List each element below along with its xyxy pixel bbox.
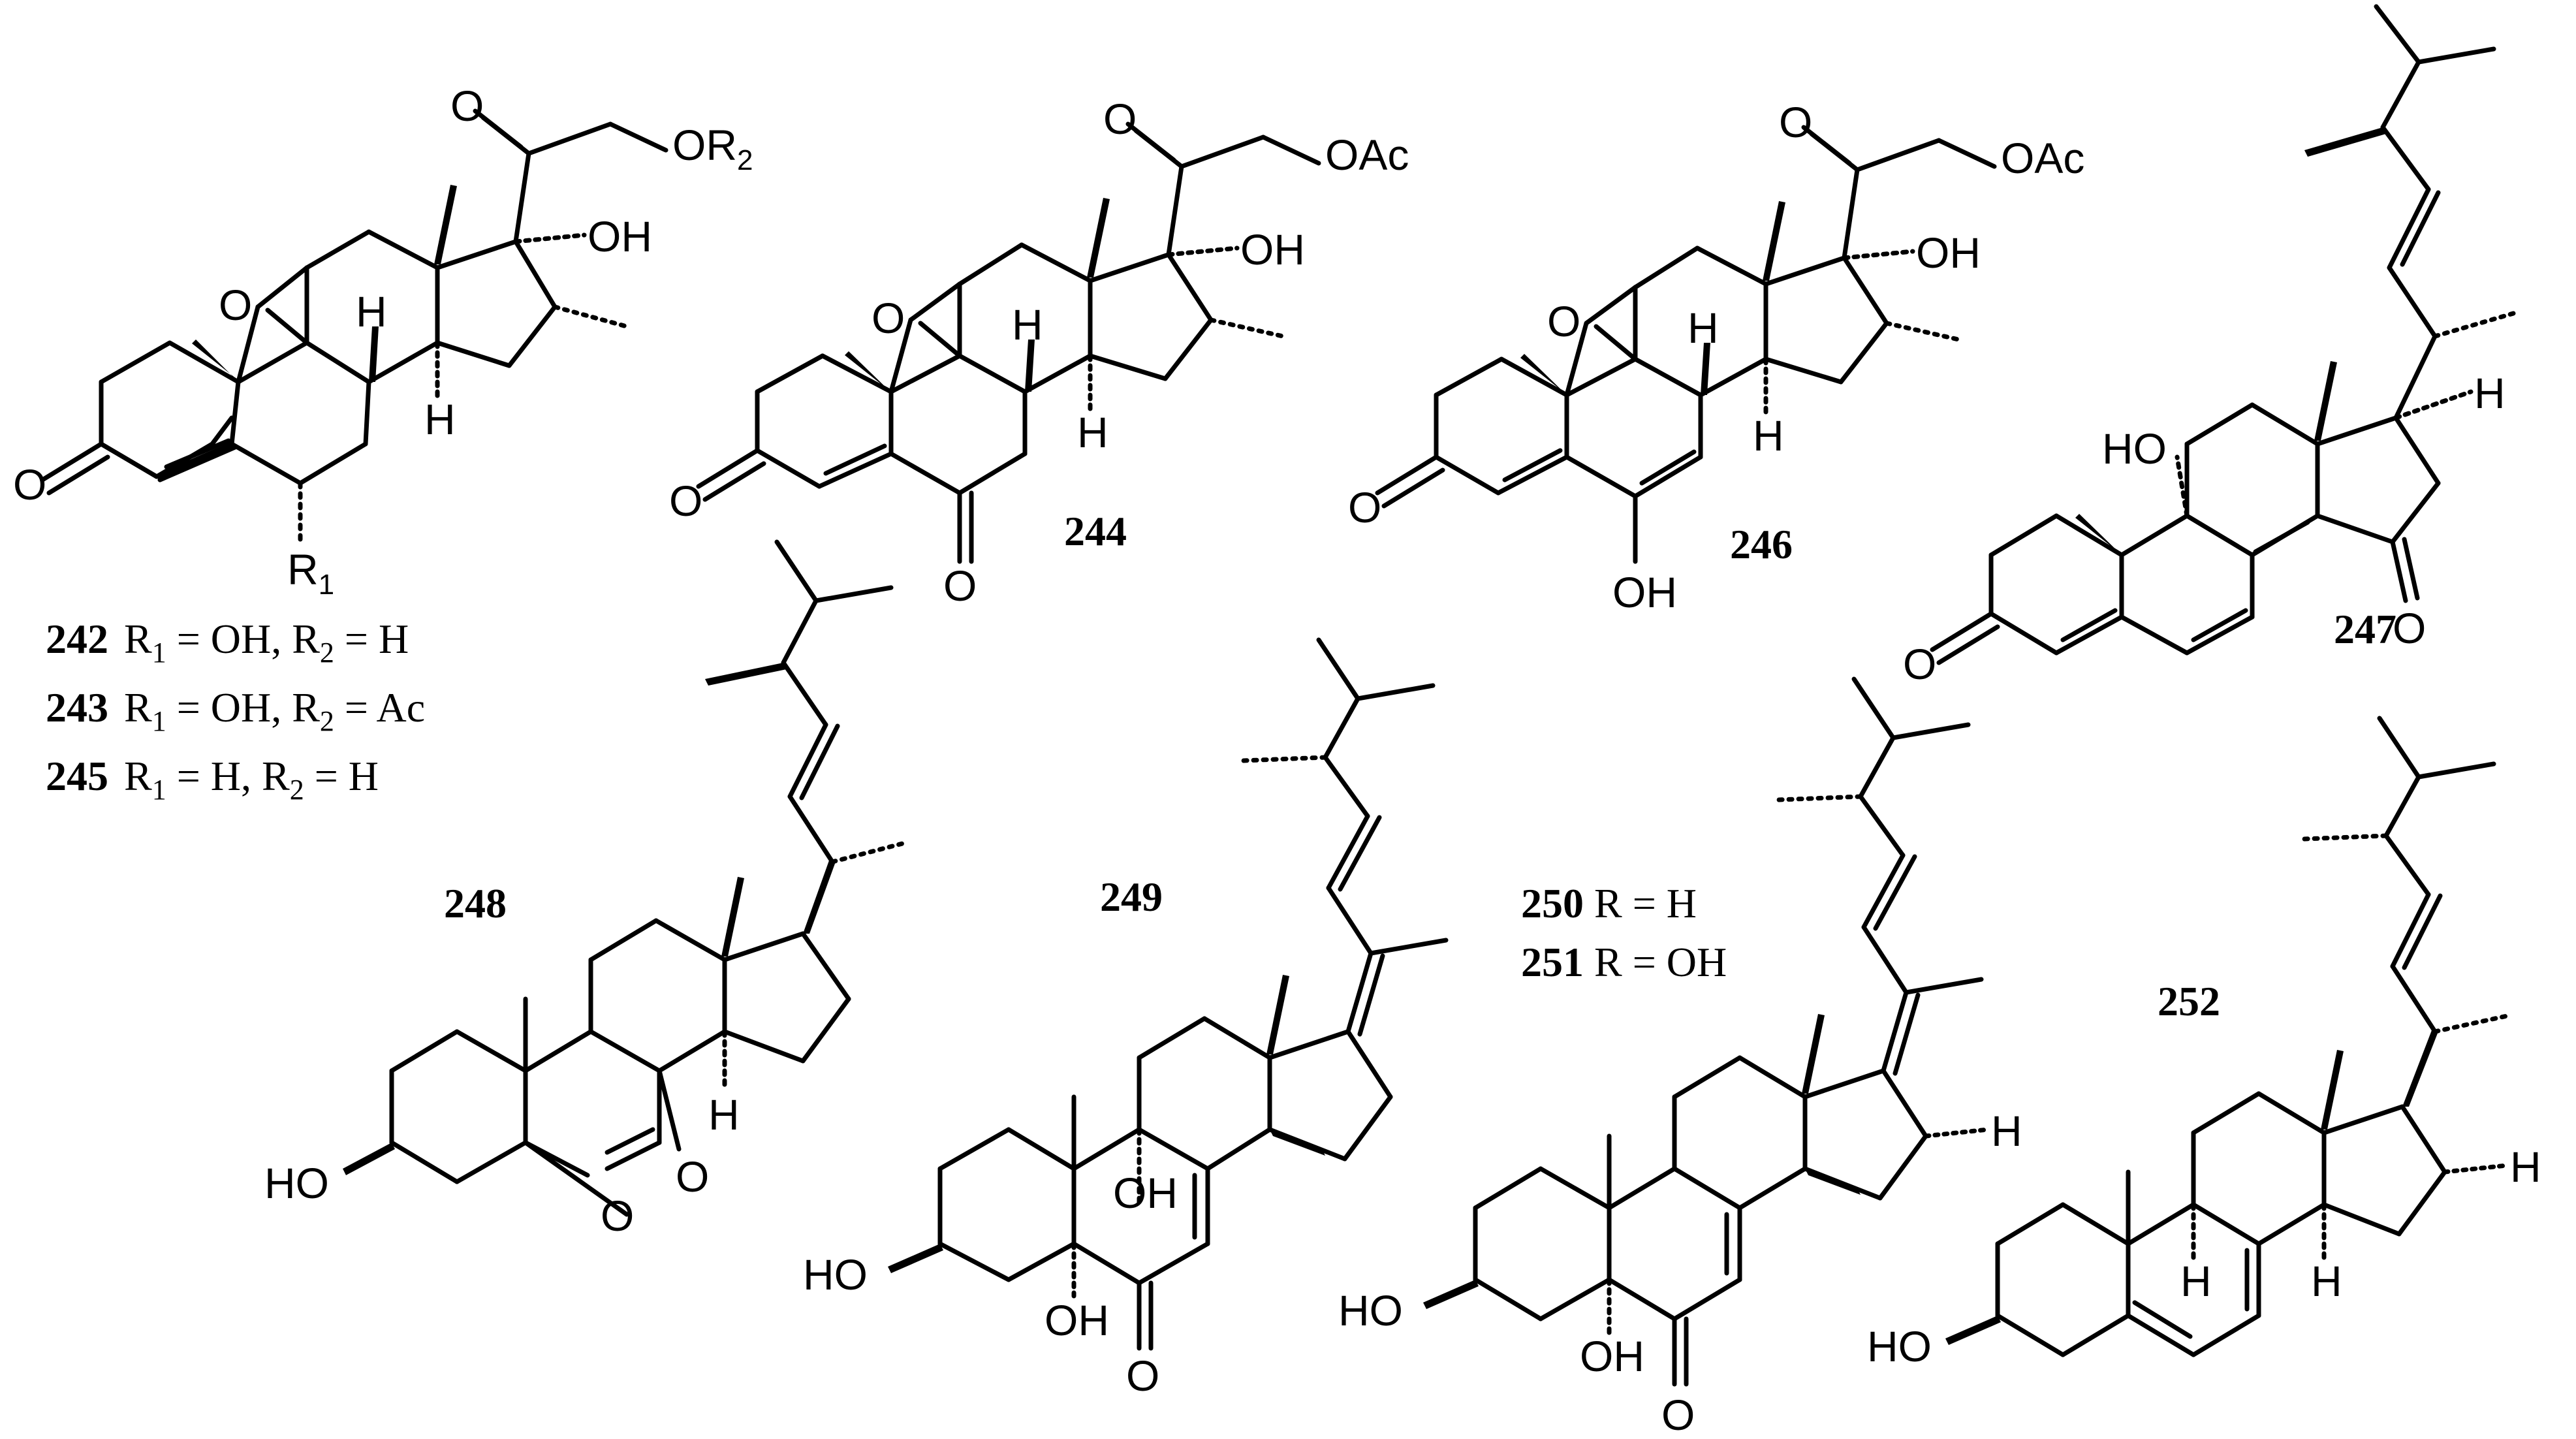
h-label: H — [1688, 304, 1719, 352]
hydroxyl-label: OH — [588, 212, 652, 261]
enol-hydroxyl-label: OH — [1612, 568, 1677, 616]
compound-id-246: 246 — [1730, 521, 1793, 567]
hydroxyl-label: OH — [1045, 1296, 1109, 1344]
ketone-oxygen-label: O — [669, 477, 702, 525]
hydroxyl-label: HO — [264, 1159, 329, 1207]
hydroxyl-label: HO — [1867, 1322, 1932, 1370]
legend-row-245: 245 R1 = H, R2 = H — [46, 753, 379, 806]
h-label: H — [356, 287, 387, 336]
compound-id-252: 252 — [2158, 978, 2220, 1024]
carbonyl-oxygen-label: O — [1103, 95, 1137, 143]
h-label: H — [1991, 1107, 2022, 1155]
acetate-label: OAc — [2001, 134, 2084, 182]
legend-row-250: 250 R = H — [1521, 880, 1697, 926]
hydroxyl-label: HO — [803, 1250, 868, 1299]
acetate-label: OAc — [1325, 131, 1409, 179]
h-label: H — [2180, 1257, 2212, 1305]
r1-label: R1 — [287, 545, 334, 601]
ketone-oxygen-label: O — [2393, 604, 2426, 652]
legend-row-251: 251 R = OH — [1521, 939, 1727, 985]
compound-id-249: 249 — [1100, 874, 1163, 920]
hydroxyl-label: OH — [1580, 1332, 1644, 1380]
h-label: H — [1753, 411, 1784, 460]
compound-id-244: 244 — [1064, 508, 1127, 554]
ketone-oxygen-label: O — [13, 460, 46, 509]
h-label: H — [2510, 1143, 2541, 1191]
or2-label: OR2 — [672, 121, 753, 176]
structure-246: O OH O H H O OH OAc 246 — [1348, 98, 2084, 616]
structure-250-251: HO OH O H 250 R = H 251 R = OH — [1338, 676, 2022, 1439]
structure-248: HO O O H 248 — [264, 539, 910, 1240]
epoxide-oxygen-label: O — [219, 281, 252, 329]
hydroxyl-label: HO — [2102, 424, 2167, 473]
hydroxyl-label: OH — [1113, 1169, 1178, 1217]
epoxide-oxygen-label: O — [1547, 297, 1580, 345]
compound-id-248: 248 — [444, 880, 507, 926]
ketone-oxygen-label: O — [1903, 640, 1936, 688]
structure-244: O O O H H O OH OAc 244 — [669, 95, 1409, 610]
legend-row-243: 243 R1 = OH, R2 = Ac — [46, 684, 425, 737]
structure-252: HO H H H 252 — [1867, 716, 2541, 1370]
structure-249: HO OH OH O 249 — [803, 637, 1449, 1400]
compound-id-247: 247 — [2334, 606, 2396, 652]
h-label: H — [2474, 369, 2505, 417]
hydroxyl-label: HO — [1338, 1286, 1403, 1335]
h-label: H — [424, 395, 456, 443]
ketone-oxygen-label: O — [943, 561, 977, 610]
h-label: H — [1077, 408, 1108, 456]
h-label: H — [708, 1090, 740, 1139]
ketone-oxygen-label: O — [1661, 1391, 1695, 1439]
peroxide-oxygen-label: O — [676, 1152, 709, 1201]
ketone-oxygen-label: O — [1126, 1352, 1159, 1400]
h-label: H — [2311, 1257, 2342, 1305]
carbonyl-oxygen-label: O — [450, 82, 484, 130]
carbonyl-oxygen-label: O — [1779, 98, 1812, 146]
epoxide-oxygen-label: O — [872, 294, 905, 342]
peroxide-oxygen-label: O — [601, 1192, 634, 1240]
legend-row-242: 242 R1 = OH, R2 = H — [46, 616, 409, 669]
structure-247: O O HO H 247 — [1903, 4, 2516, 688]
hydroxyl-label: OH — [1916, 229, 1981, 277]
structure-242-243-245: O O H H O OH OR2 R1 — [13, 82, 753, 601]
ketone-oxygen-label: O — [1348, 483, 1381, 531]
hydroxyl-label: OH — [1240, 225, 1305, 274]
h-label: H — [1012, 300, 1043, 349]
legend-242-245: 242 R1 = OH, R2 = H 243 R1 = OH, R2 = Ac… — [46, 616, 425, 806]
